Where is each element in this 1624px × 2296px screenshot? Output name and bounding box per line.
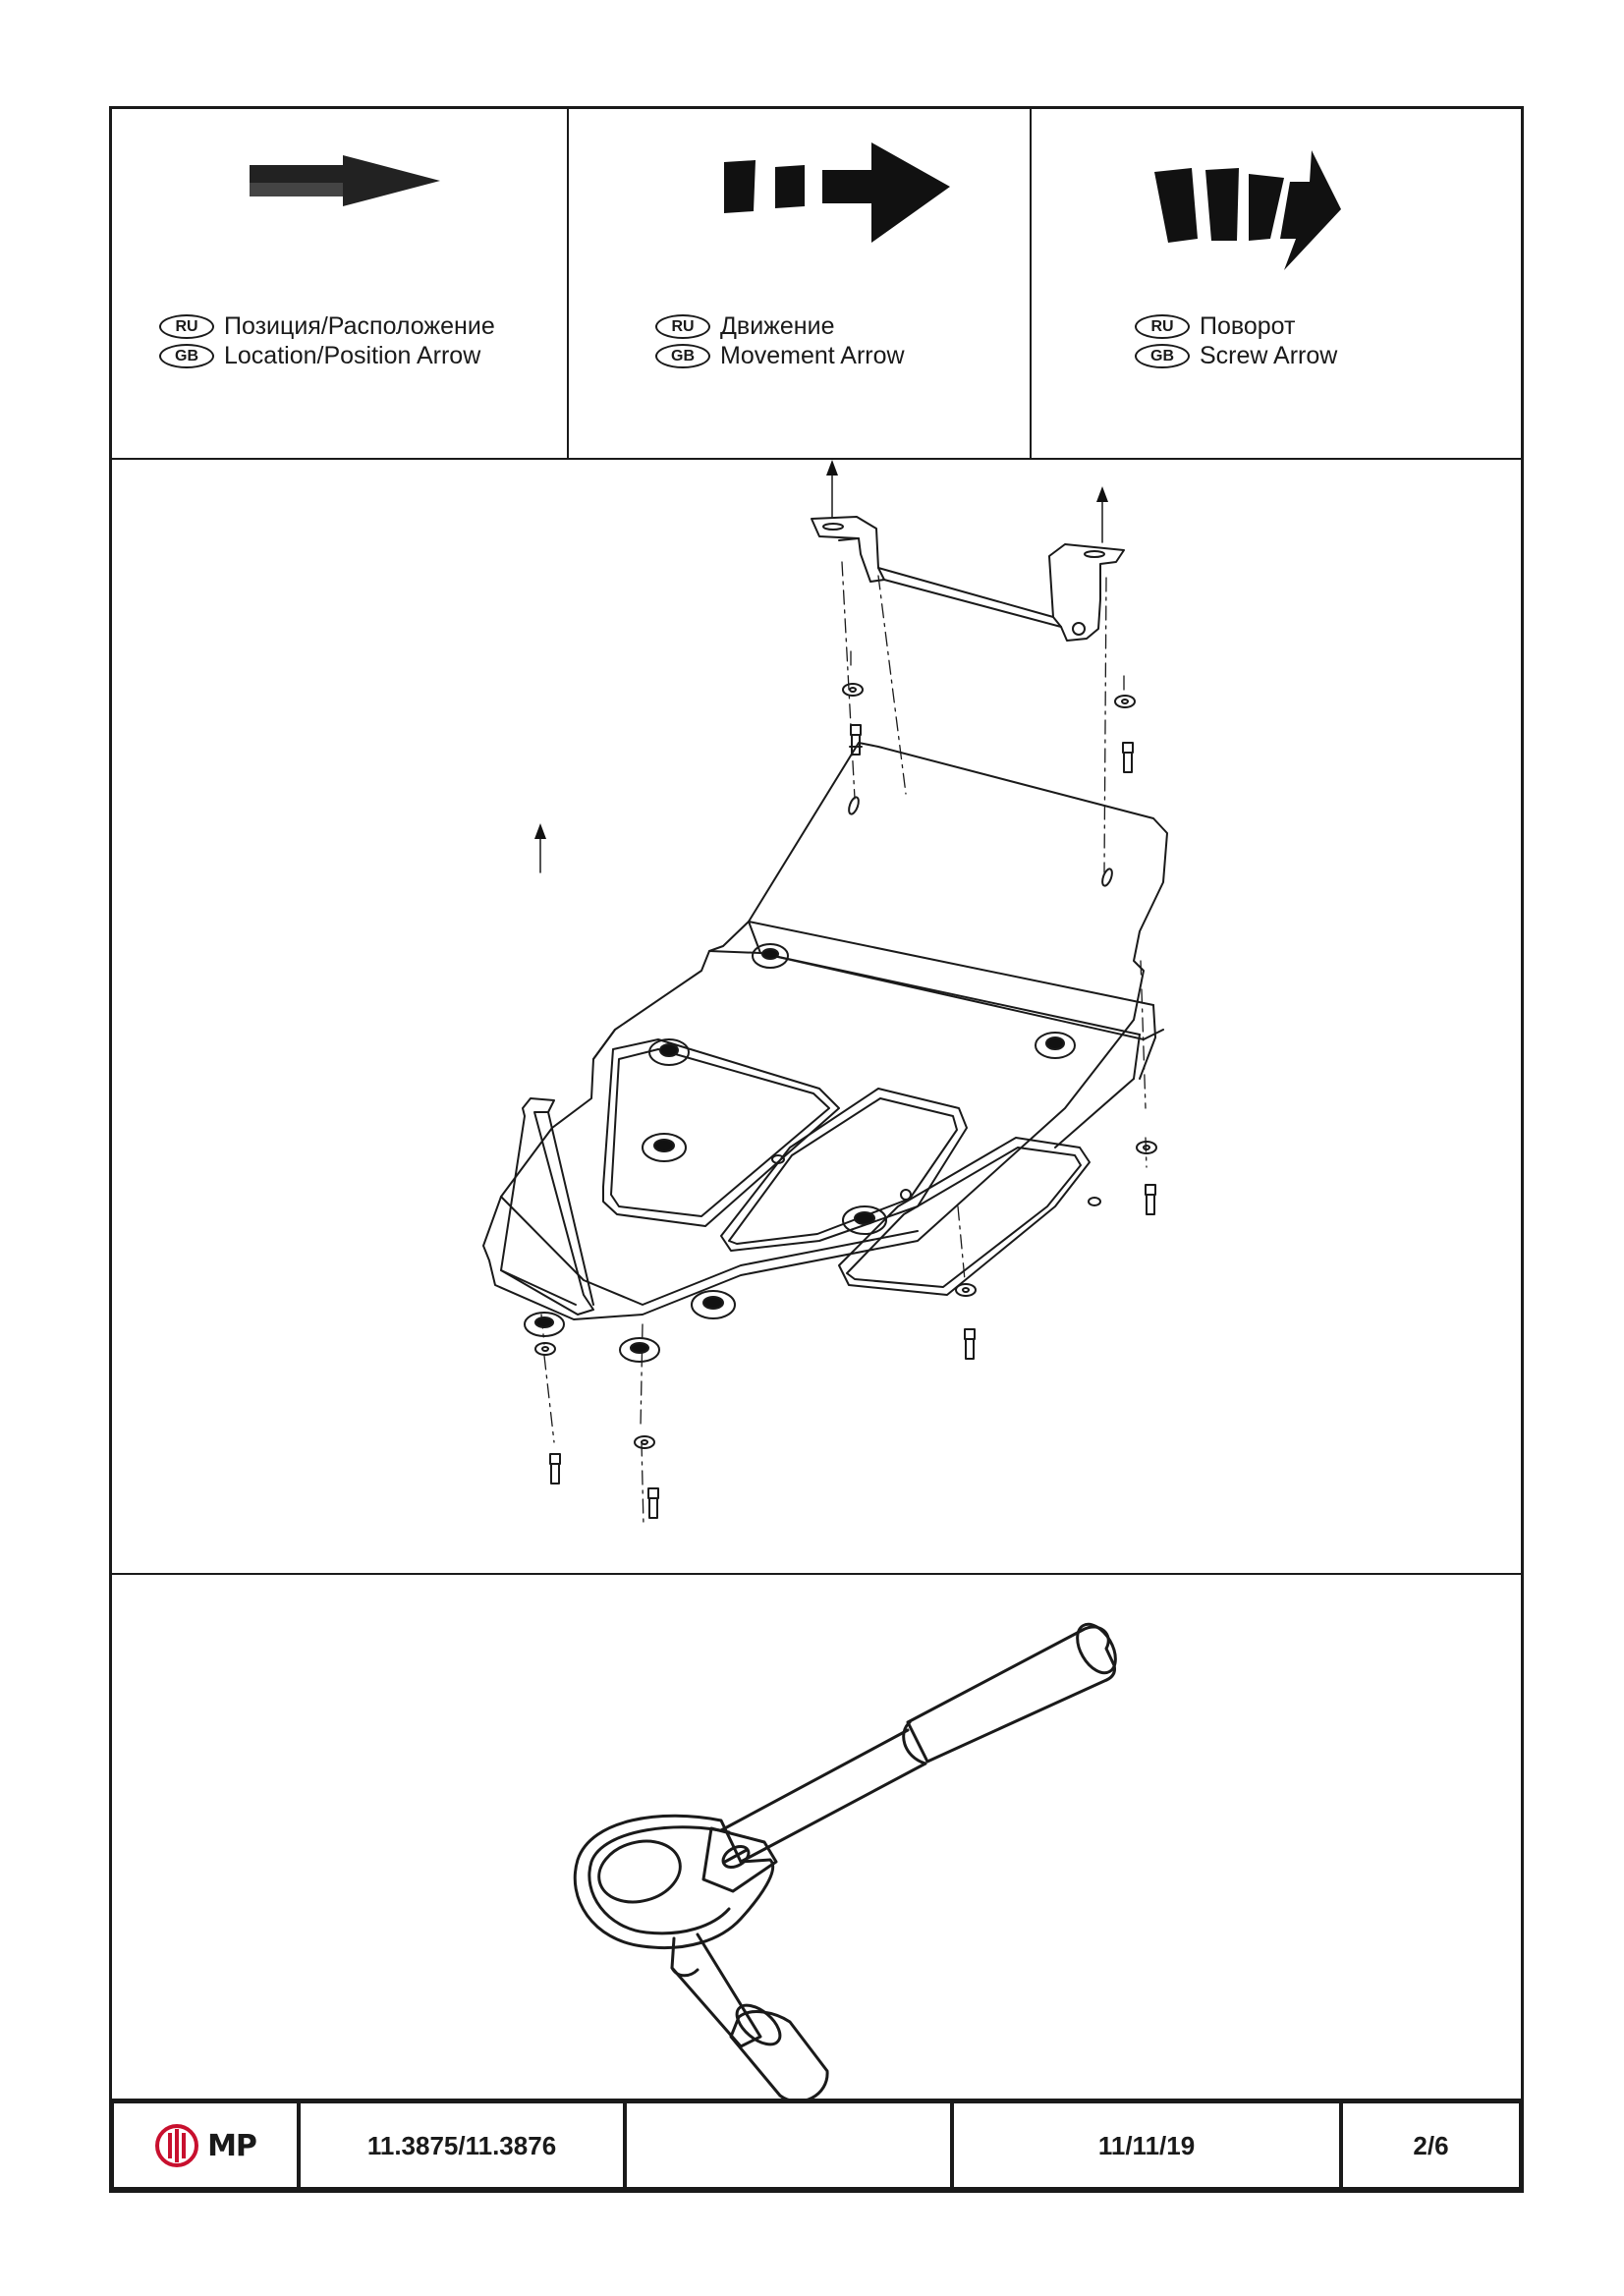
arrow-legend: RU Позиция/Расположение GB Location/Posi…	[112, 109, 1521, 460]
legend-ru-text: Позиция/Расположение	[224, 312, 495, 340]
gb-badge: GB	[655, 343, 710, 368]
tool-panel	[112, 1575, 1521, 2103]
gb-line: GB Movement Arrow	[655, 341, 905, 370]
ru-line: RU Позиция/Расположение	[159, 311, 495, 341]
legend-screw: RU Поворот GB Screw Arrow	[1032, 109, 1521, 458]
screw-arrow-icon	[1154, 150, 1341, 270]
brand-name: MP	[207, 2128, 257, 2163]
skid-plate	[482, 742, 1168, 1363]
legend-movement: RU Движение GB Movement Arrow	[569, 109, 1032, 458]
legend-gb-text: Screw Arrow	[1200, 342, 1338, 369]
date-cell: 11/11/19	[954, 2103, 1343, 2188]
blank-cell	[627, 2103, 954, 2188]
legend-gb-text: Location/Position Arrow	[224, 342, 481, 369]
fasteners	[534, 683, 1157, 1519]
ru-badge: RU	[1135, 313, 1190, 339]
ru-line: RU Поворот	[1135, 311, 1337, 341]
legend-ru-text: Поворот	[1200, 312, 1296, 340]
gb-line: GB Location/Position Arrow	[159, 341, 495, 370]
title-block: MP 11.3875/11.3876 11/11/19 2/6	[109, 2099, 1524, 2193]
brand-logo-icon	[155, 2124, 199, 2167]
ru-line: RU Движение	[655, 311, 905, 341]
part-number: 11.3875/11.3876	[301, 2103, 627, 2188]
skid-plate-exploded-view	[482, 460, 1168, 1527]
gb-badge: GB	[1135, 343, 1190, 368]
rear-bracket	[811, 516, 1125, 642]
movement-arrow-icon	[724, 142, 950, 243]
location-markers	[534, 460, 1108, 839]
gb-badge: GB	[159, 343, 214, 368]
ru-badge: RU	[655, 313, 710, 339]
legend-gb-text: Movement Arrow	[720, 342, 905, 369]
legend-location: RU Позиция/Расположение GB Location/Posi…	[112, 109, 569, 458]
ratchet-wrench-icon	[573, 1622, 1117, 2103]
location-arrow-icon	[250, 155, 440, 206]
page-frame: RU Позиция/Расположение GB Location/Posi…	[109, 106, 1524, 2193]
page-number: 2/6	[1413, 2130, 1449, 2160]
brand-cell: MP	[114, 2103, 301, 2188]
assembly-diagram	[112, 460, 1521, 1575]
fastener-bosses	[524, 943, 1076, 1363]
legend-ru-text: Движение	[720, 312, 835, 340]
ru-badge: RU	[159, 313, 214, 339]
gb-line: GB Screw Arrow	[1135, 341, 1337, 370]
